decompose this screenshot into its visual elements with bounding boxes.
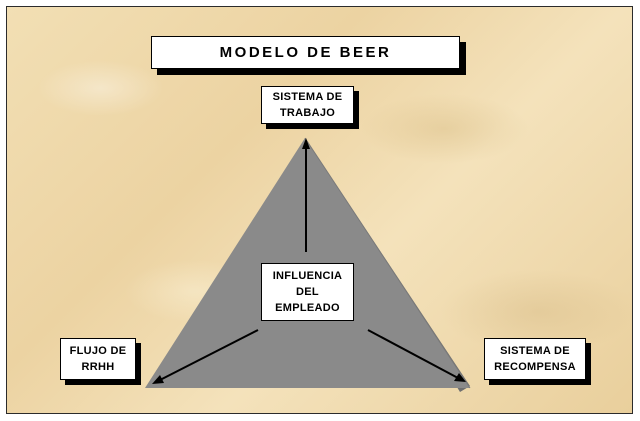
diagram-title: MODELO DE BEER (151, 36, 460, 69)
node-flujo-de-rrhh: FLUJO DE RRHH (60, 338, 136, 380)
arrowhead-left (152, 375, 164, 384)
node-sistema-de-recompensa: SISTEMA DE RECOMPENSA (484, 338, 586, 380)
arrowhead-top (302, 138, 310, 149)
pyramid-edge (304, 137, 471, 389)
arrow-to-left (159, 329, 259, 381)
node-influencia-del-empleado: INFLUENCIA DEL EMPLEADO (261, 263, 354, 321)
node-sistema-de-trabajo: SISTEMA DE TRABAJO (261, 86, 354, 124)
arrow-to-right (367, 329, 459, 379)
arrowhead-right (454, 373, 466, 382)
